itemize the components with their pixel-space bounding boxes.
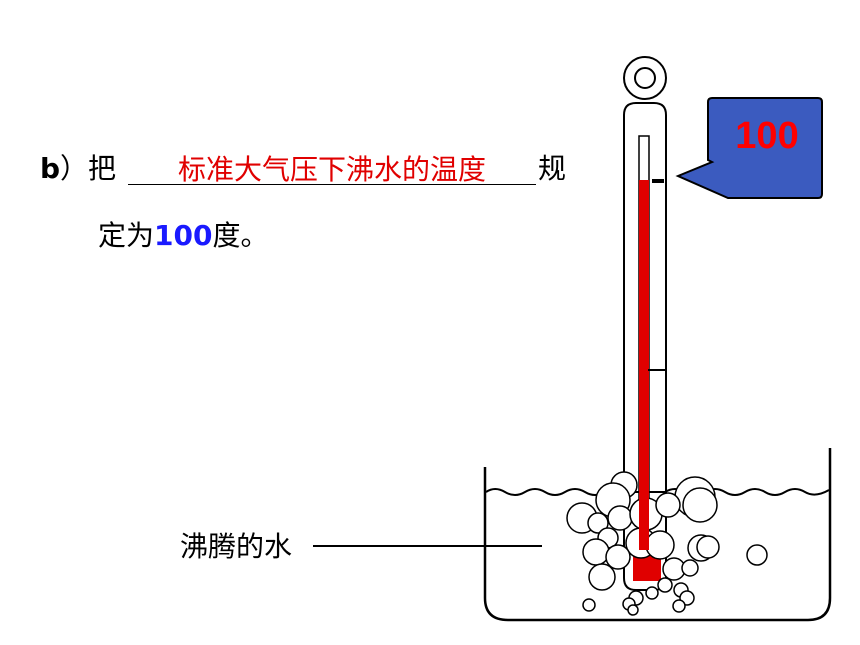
statement-prefix: ）把 bbox=[60, 152, 117, 185]
mercury-column bbox=[639, 180, 649, 576]
thermometer-ring-hole bbox=[634, 67, 656, 89]
beaker bbox=[483, 448, 832, 622]
callout-bubble bbox=[675, 97, 823, 199]
fill-in-blank: 标准大气压下沸水的温度 bbox=[128, 146, 536, 186]
line2-end: 度。 bbox=[212, 219, 269, 252]
mercury-column-lower bbox=[639, 470, 649, 550]
boiling-water-label: 沸腾的水 bbox=[180, 530, 293, 563]
statement-line-2: 定为100度。 bbox=[98, 222, 268, 250]
callout-value: 100 bbox=[735, 115, 799, 157]
bubbles bbox=[566, 471, 768, 616]
item-letter: b bbox=[40, 152, 61, 185]
statement-suffix: 规 bbox=[538, 152, 567, 185]
blank-answer: 标准大气压下沸水的温度 bbox=[177, 153, 486, 186]
line2-start: 定为 bbox=[98, 219, 155, 252]
line2-value: 100 bbox=[154, 219, 213, 252]
water-surface bbox=[485, 488, 830, 496]
